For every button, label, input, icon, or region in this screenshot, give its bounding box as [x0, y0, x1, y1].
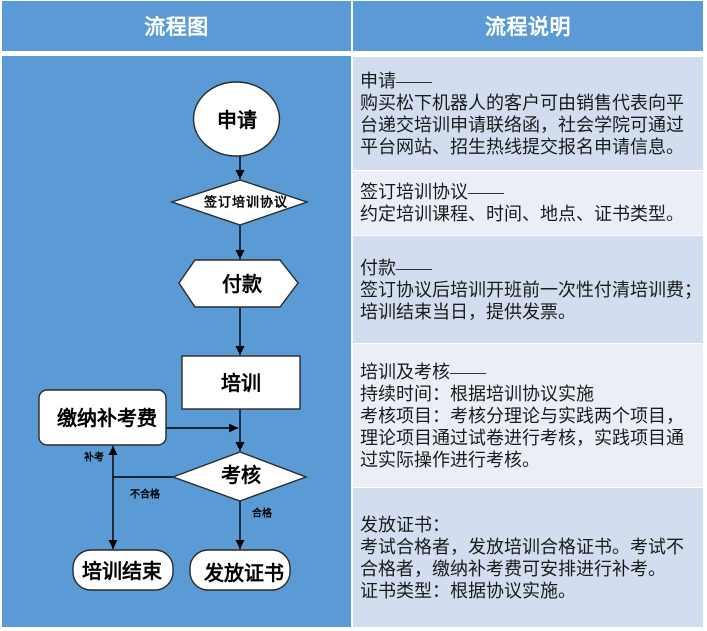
node-pay-retake-fee-box	[38, 389, 167, 446]
flowchart: 申请 签订培训协议 付款 培训 缴纳补考费 考核 培训结束 发放证书 补考 不合…	[38, 81, 310, 591]
description-row-payment: 付款—— 签订协议后培训开班前一次性付清培训费； 培训结束当日，提供发票。	[353, 236, 703, 343]
node-sign-agreement-diamond	[169, 179, 310, 226]
description-line: 购买松下机器人的客户可由销售代表向平	[360, 92, 684, 113]
flowchart-column-title: 流程图	[144, 15, 209, 39]
node-apply-circle	[192, 81, 281, 157]
node-exam-diamond	[170, 451, 309, 502]
description-row-title: 签订培训协议——	[360, 182, 504, 202]
node-exam-label: 考核	[221, 463, 261, 487]
description-row-title: 付款——	[360, 257, 432, 278]
description-line: 理论项目通过试卷进行考核，实践项目通	[360, 427, 684, 448]
description-row-sign-agreement: 签订培训协议—— 约定培训课程、时间、地点、证书类型。	[353, 171, 703, 235]
description-column-title: 流程说明	[485, 15, 571, 39]
description-line: 合格者，缴纳补考费可安排进行补考。	[360, 558, 666, 579]
node-training-label: 培训	[221, 371, 261, 395]
description-row-issue-certificate: 发放证书： 考试合格者，发放培训合格证书。考试不 合格者，缴纳补考费可安排进行补…	[353, 488, 703, 627]
description-line: 签订协议后培训开班前一次性付清培训费；	[360, 279, 702, 300]
description-row-training-exam: 培训及考核—— 持续时间：根据培训协议实施 考核项目：考核分理论与实践两个项目，…	[353, 344, 703, 487]
description-line: 证书类型：根据协议实施。	[360, 580, 576, 601]
description-line: 持续时间：根据培训协议实施	[360, 383, 594, 404]
description-column-header: 流程说明	[353, 1, 703, 51]
node-payment-hexagon	[178, 259, 299, 308]
node-training-end-label: 培训结束	[82, 559, 163, 583]
description-row-title: 培训及考核——	[360, 361, 486, 382]
node-payment-label: 付款	[222, 272, 263, 296]
edge-label-pass: 合格	[251, 507, 273, 520]
description-row-title: 发放证书：	[360, 514, 450, 535]
description-line: 平台网站、招生热线提交报名申请信息。	[360, 136, 684, 157]
description-line: 约定培训课程、时间、地点、证书类型。	[360, 204, 684, 224]
description-row-title: 申请——	[360, 70, 432, 91]
flowchart-column-header: 流程图	[2, 1, 351, 51]
node-training-end-pill	[72, 549, 174, 591]
node-apply-label: 申请	[217, 108, 257, 132]
edge-label-retake: 补考	[83, 451, 104, 464]
node-pay-retake-fee-label: 缴纳补考费	[57, 406, 157, 430]
node-sign-agreement-label: 签订培训协议	[203, 195, 288, 211]
edge-label-fail: 不合格	[130, 488, 161, 501]
flowchart-cell	[2, 56, 351, 627]
node-training-box	[181, 355, 301, 410]
node-issue-certificate-label: 发放证书	[203, 561, 284, 585]
node-issue-certificate-pill	[189, 549, 291, 591]
description-line: 考试合格者，发放培训合格证书。考试不	[360, 536, 684, 557]
description-row-apply: 申请—— 购买松下机器人的客户可由销售代表向平 台递交培训申请联络函，社会学院可…	[353, 57, 703, 170]
description-line: 台递交培训申请联络函，社会学院可通过	[360, 114, 684, 135]
description-line: 培训结束当日，提供发票。	[360, 301, 576, 322]
description-line: 考核项目：考核分理论与实践两个项目，	[360, 405, 684, 426]
description-line: 过实际操作进行考核。	[360, 449, 540, 470]
